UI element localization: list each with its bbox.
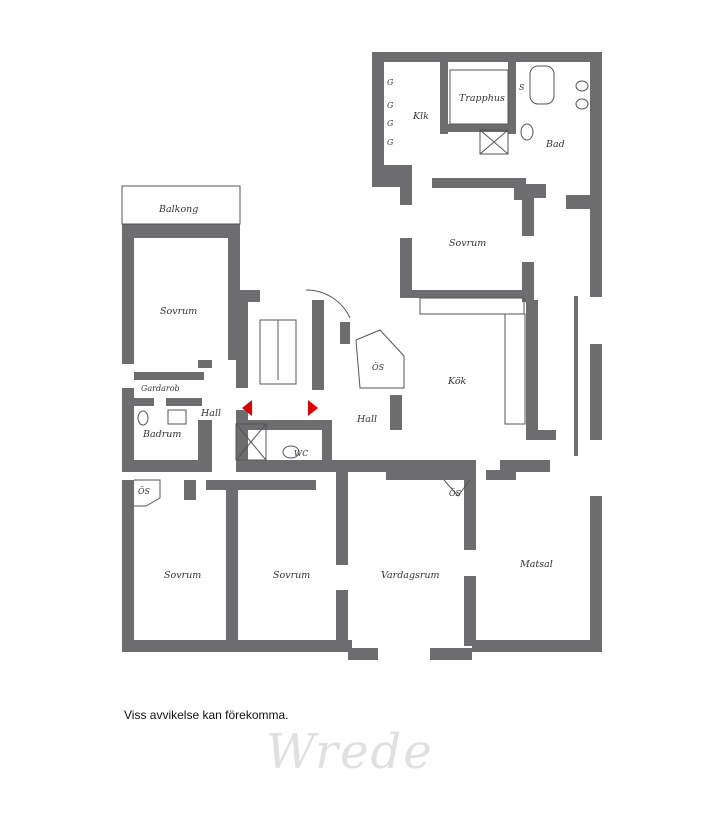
direction-arrows: [242, 400, 318, 416]
room-label-os-right: ÖS: [449, 489, 462, 498]
room-label-sovrum-bottom-left: Sovrum: [164, 570, 201, 581]
room-label-kok: Kök: [447, 376, 467, 387]
room-label-matsal: Matsal: [519, 559, 553, 570]
room-label-bad: Bad: [545, 139, 565, 150]
room-label-trapphus: Trapphus: [459, 93, 505, 104]
room-label-balkong: Balkong: [158, 204, 198, 215]
room-label-hall-center: Hall: [356, 414, 377, 425]
closet-mark: G: [387, 101, 394, 110]
disclaimer-text: Viss avvikelse kan förekomma.: [124, 708, 289, 722]
closet-mark: G: [387, 78, 394, 87]
room-label-sovrum-left: Sovrum: [160, 306, 197, 317]
fixtures: [121, 65, 589, 507]
walls: [122, 52, 602, 660]
room-labels: Klk Trapphus Bad Sovrum Balkong Sovrum G…: [138, 93, 565, 581]
room-label-vardagsrum: Vardagsrum: [381, 570, 440, 581]
room-label-os-center: ÖS: [372, 363, 385, 372]
room-label-badrum: Badrum: [142, 429, 181, 440]
floor-plan: Klk Trapphus Bad Sovrum Balkong Sovrum G…: [121, 52, 602, 660]
room-label-wc: WC: [294, 449, 308, 458]
room-label-os-left: ÖS: [138, 487, 151, 496]
wrede-logo: Wrede: [266, 724, 434, 780]
closet-marks: G G G G S: [387, 78, 525, 147]
bath-mark: S: [519, 83, 525, 92]
room-label-hall-left: Hall: [200, 408, 221, 419]
room-label-sovrum-bottom-mid: Sovrum: [273, 570, 310, 581]
closet-mark: G: [387, 138, 394, 147]
room-label-klk: Klk: [412, 111, 429, 122]
room-label-sovrum-top: Sovrum: [449, 238, 486, 249]
closet-mark: G: [387, 119, 394, 128]
room-label-gardarob: Gardarob: [141, 384, 180, 393]
